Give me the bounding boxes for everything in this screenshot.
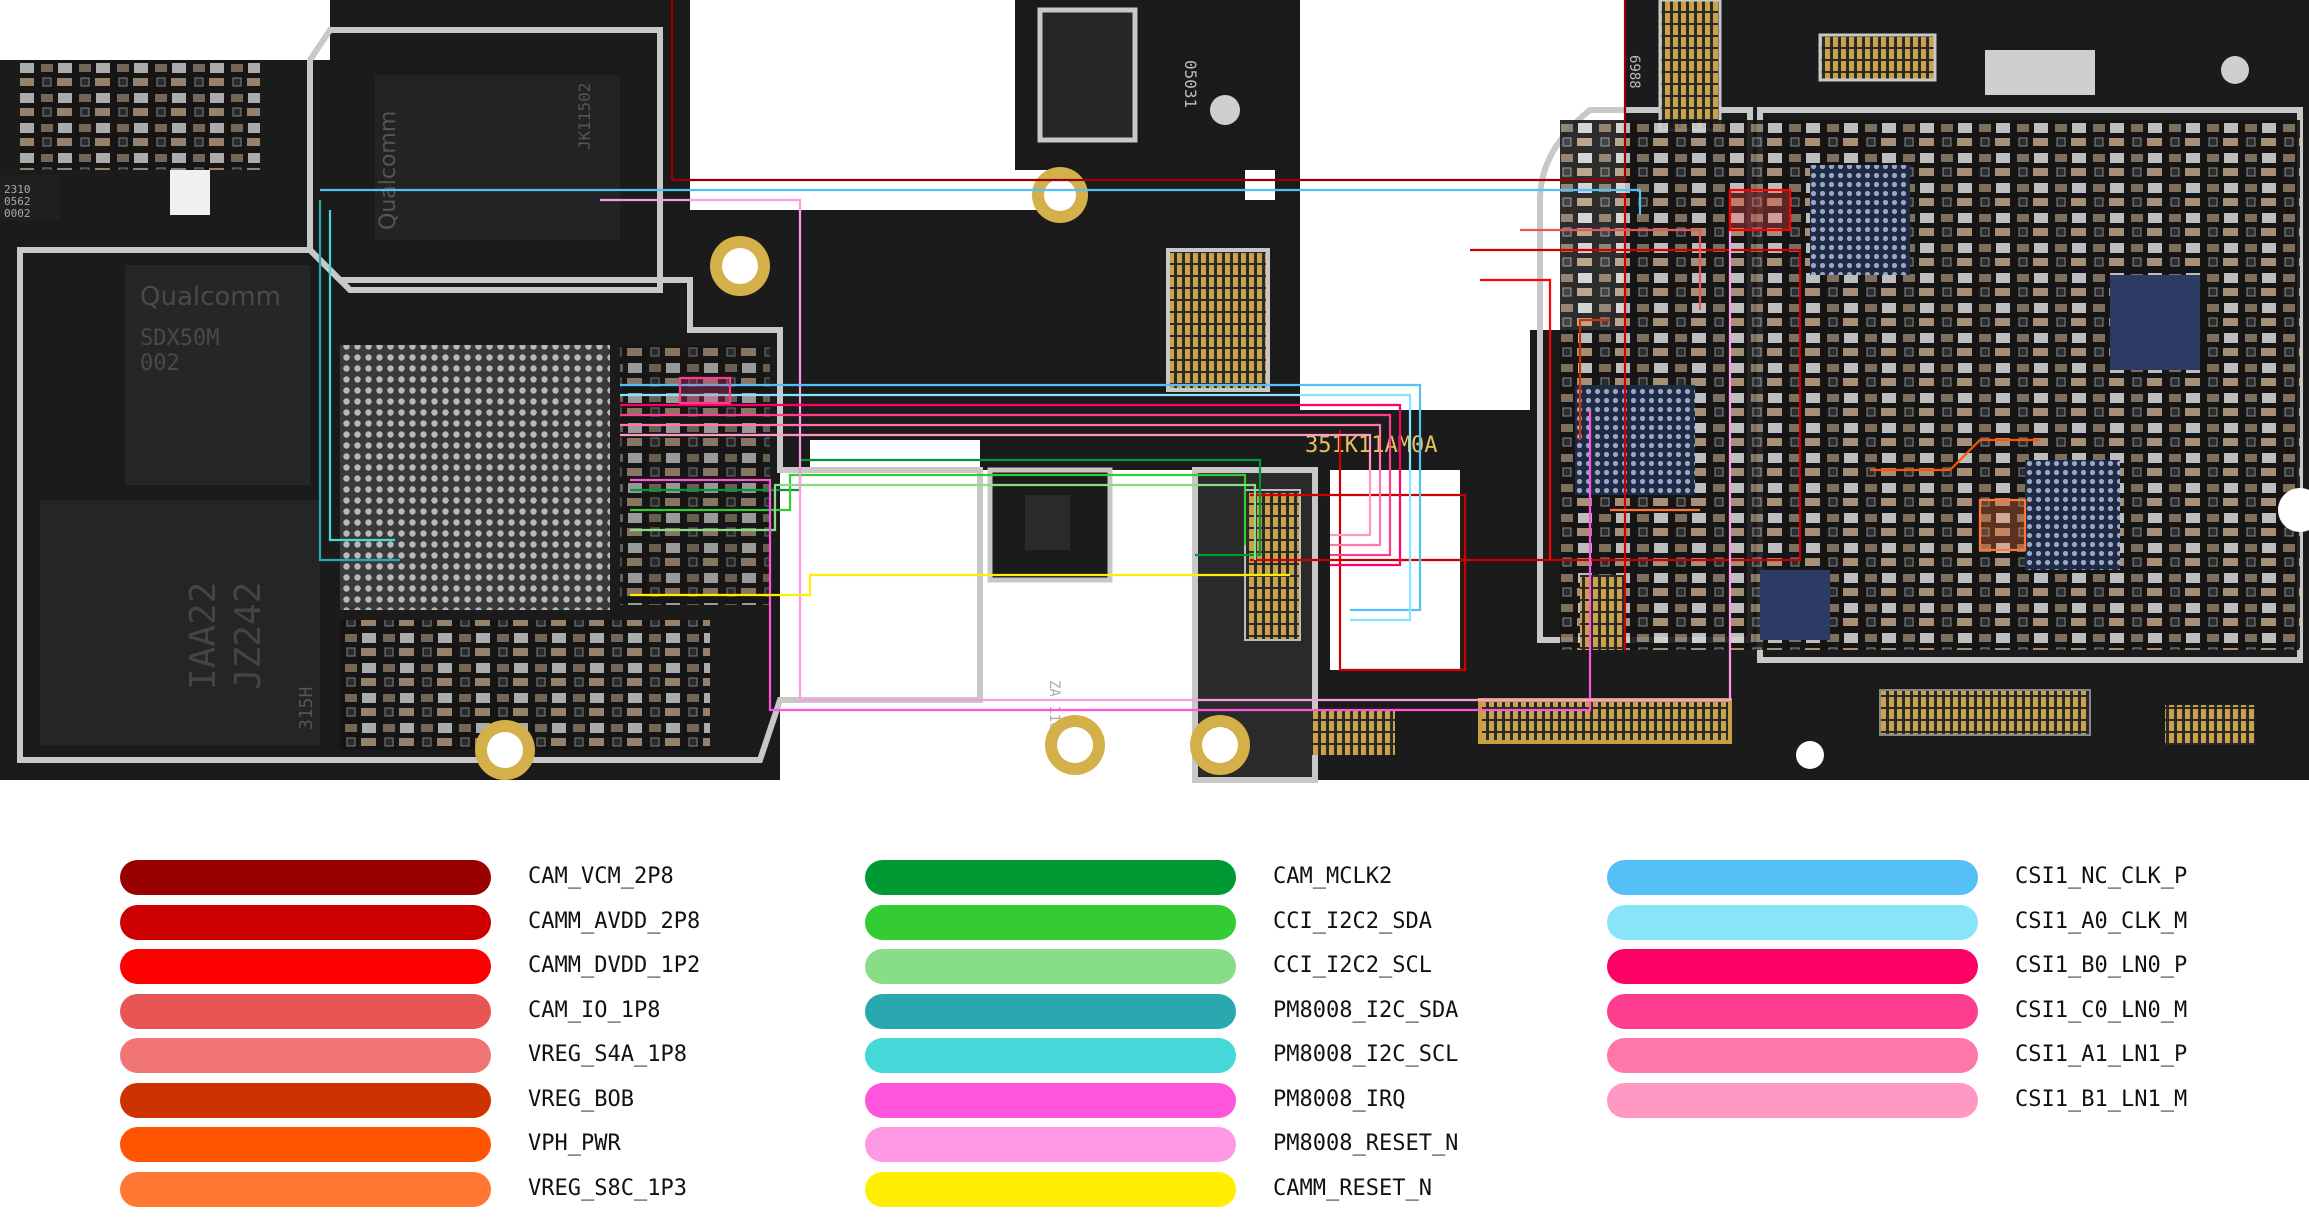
- part-code: 351K11AM0A: [1305, 433, 1437, 458]
- legend-swatch-vph-pwr: [120, 1127, 491, 1162]
- label-6988: 6988: [1626, 55, 1642, 89]
- legend-swatch-cam-mclk2: [865, 860, 1236, 895]
- chip-3-code: JZ242: [228, 582, 269, 690]
- legend-swatch-pm8008-i2c-scl: [865, 1038, 1236, 1073]
- legend-swatch-pm8008-reset-n: [865, 1127, 1236, 1162]
- legend-swatch-vreg-s4a-1p8: [120, 1038, 491, 1073]
- legend-swatch-pm8008-i2c-sda: [865, 993, 1236, 1029]
- chip-1-code: SDX50M: [140, 326, 219, 351]
- chip-1-sub: 002: [140, 351, 180, 376]
- legend-label-pm8008-i2c-sda: PM8008_I2C_SDA: [1273, 997, 1459, 1023]
- legend-swatch-csi1-a1-ln1-p: [1607, 1038, 1978, 1073]
- legend-swatch-csi1-c0-ln0-m: [1607, 993, 1978, 1029]
- legend-swatch-pm8008-irq: [865, 1082, 1236, 1118]
- chip-2-brand: Qualcomm: [376, 111, 401, 230]
- legend-swatch-cci-i2c2-sda: [865, 904, 1236, 940]
- label-2310: 2310: [4, 183, 31, 196]
- legend-swatch-csi1-b1-ln1-m: [1607, 1082, 1978, 1118]
- chip-1-brand: Qualcomm: [140, 282, 281, 312]
- legend-swatch-csi1-b0-ln0-p: [1607, 949, 1978, 984]
- middle-strip: 05031: [1150, 0, 1300, 470]
- legend-label-vreg-bob: VREG_BOB: [528, 1086, 634, 1112]
- legend-label-cci-i2c2-sda: CCI_I2C2_SDA: [1273, 908, 1432, 934]
- legend-swatch-vreg-bob: [120, 1082, 491, 1118]
- left-board: Qualcomm SDX50M 002 JZ242 IAA22 315H Qua…: [0, 0, 1150, 780]
- legend-swatch-cam-vcm-2p8: [120, 860, 491, 895]
- legend-swatch-csi1-nc-clk-p: [1607, 860, 1978, 895]
- label-0002: 0002: [4, 207, 31, 220]
- label-05031: 05031: [1181, 60, 1200, 108]
- legend-label-camm-dvdd-1p2: CAMM_DVDD_1P2: [528, 953, 701, 978]
- legend-swatch-csi1-a0-clk-m: [1607, 904, 1978, 940]
- legend-label-vph-pwr: VPH_PWR: [528, 1131, 621, 1156]
- legend-swatch-camm-avdd-2p8: [120, 904, 491, 940]
- right-board: 6988 351K11AM0A: [1190, 0, 2309, 783]
- legend-label-vreg-s8c-1p3: VREG_S8C_1P3: [528, 1175, 687, 1201]
- legend-label-csi1-a1-ln1-p: CSI1_A1_LN1_P: [2015, 1042, 2188, 1067]
- legend-label-pm8008-reset-n: PM8008_RESET_N: [1273, 1131, 1459, 1156]
- legend-label-camm-avdd-2p8: CAMM_AVDD_2P8: [528, 908, 701, 934]
- pcb-board-diagram: Qualcomm SDX50M 002 JZ242 IAA22 315H Qua…: [0, 0, 2309, 783]
- chip-5-code: JK11502: [575, 83, 594, 150]
- legend-label-pm8008-irq: PM8008_IRQ: [1273, 1086, 1406, 1112]
- legend-label-vreg-s4a-1p8: VREG_S4A_1P8: [528, 1042, 687, 1067]
- label-0562: 0562: [4, 195, 31, 208]
- legend-swatch-camm-dvdd-1p2: [120, 949, 491, 984]
- legend-label-csi1-a0-clk-m: CSI1_A0_CLK_M: [2015, 908, 2188, 934]
- signal-traces: [318, 0, 2040, 712]
- chip-4-code: 315H: [296, 687, 317, 730]
- legend-label-camm-reset-n: CAMM_RESET_N: [1273, 1175, 1432, 1201]
- legend-label-csi1-c0-ln0-m: CSI1_C0_LN0_M: [2015, 997, 2188, 1023]
- legend-label-csi1-nc-clk-p: CSI1_NC_CLK_P: [2015, 864, 2188, 889]
- legend-swatch-cam-io-1p8: [120, 993, 491, 1029]
- legend-label-cam-vcm-2p8: CAM_VCM_2P8: [528, 864, 674, 889]
- legend-label-cam-io-1p8: CAM_IO_1P8: [528, 997, 661, 1023]
- legend-label-csi1-b0-ln0-p: CSI1_B0_LN0_P: [2015, 953, 2188, 978]
- legend-swatch-camm-reset-n: [865, 1171, 1236, 1207]
- chip-3-sub: IAA22: [183, 582, 224, 690]
- legend-label-cam-mclk2: CAM_MCLK2: [1273, 864, 1393, 889]
- legend-label-pm8008-i2c-scl: PM8008_I2C_SCL: [1273, 1042, 1459, 1067]
- legend-swatch-cci-i2c2-scl: [865, 949, 1236, 984]
- legend-label-cci-i2c2-scl: CCI_I2C2_SCL: [1273, 953, 1432, 978]
- legend-swatch-vreg-s8c-1p3: [120, 1171, 491, 1207]
- legend-label-csi1-b1-ln1-m: CSI1_B1_LN1_M: [2015, 1086, 2188, 1112]
